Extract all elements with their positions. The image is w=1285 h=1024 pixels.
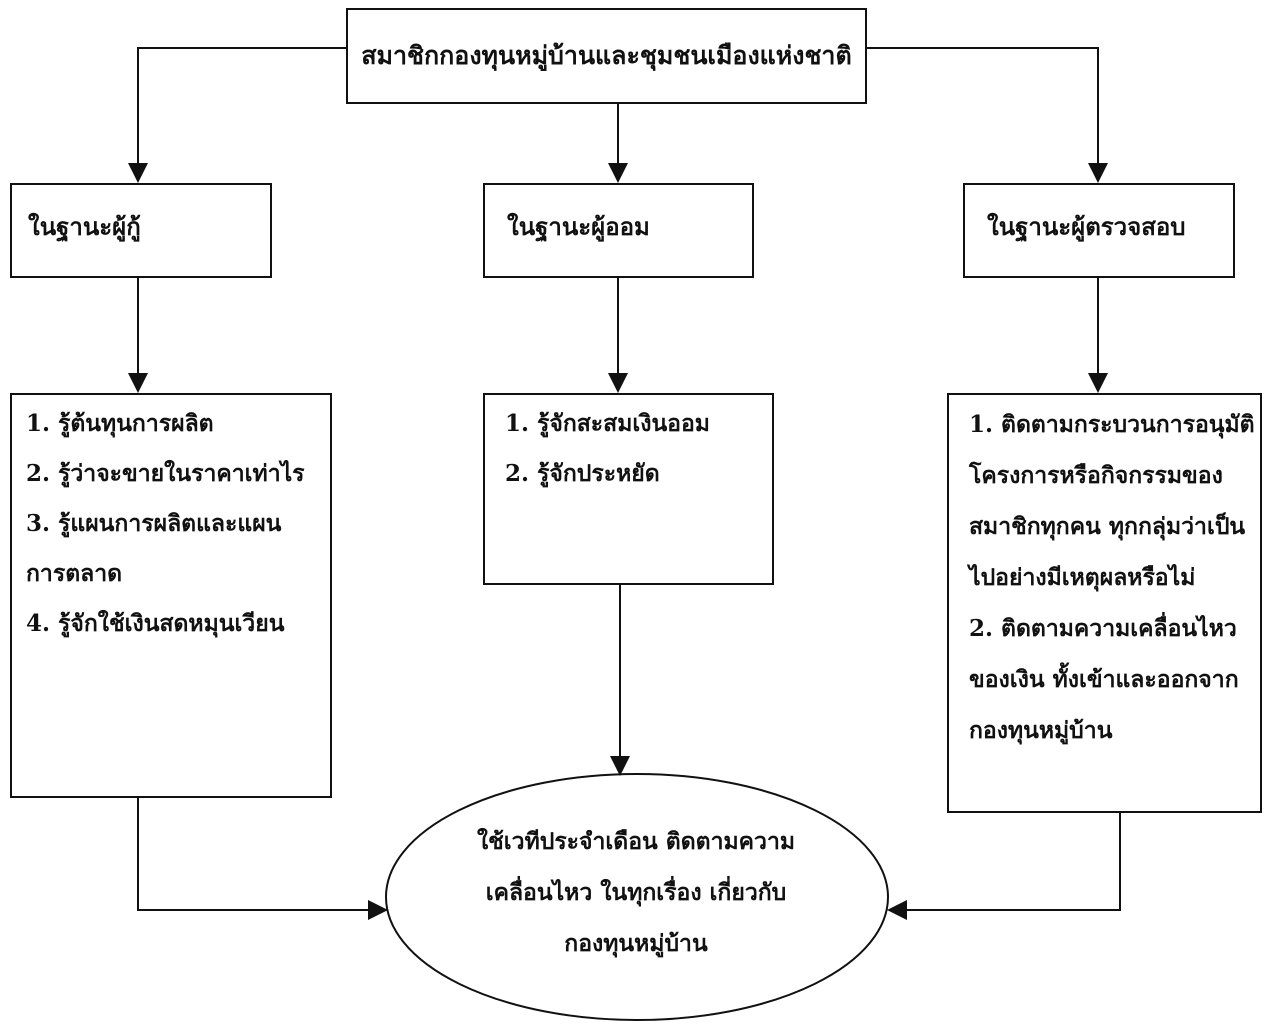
arrow-top-to-borrower [128, 47, 346, 183]
list-item: 3. รู้แผนการผลิตและแผน [26, 510, 282, 537]
list-item: 1. ติดตามกระบวนการอนุมัติ [969, 411, 1255, 438]
role-auditor-label: ในฐานะผู้ตรวจสอบ [987, 212, 1186, 241]
borrower-list: 1. รู้ต้นทุนการผลิต 2. รู้ว่าจะขายในราคา… [10, 393, 332, 798]
members-label: สมาชิกกองทุนหมู่บ้านและชุมชนเมืองแห่งชาต… [361, 41, 852, 70]
center-line: ใช้เวทีประจำเดือน ติดตามความ [476, 828, 796, 855]
role-borrower-box: ในฐานะผู้กู้ [10, 183, 272, 278]
center-line: เคลื่อนไหว ในทุกเรื่อง เกี่ยวกับ [485, 879, 787, 906]
role-saver-label: ในฐานะผู้ออม [507, 212, 650, 241]
list-item: ไปอย่างมีเหตุผลหรือไม่ [969, 564, 1196, 591]
list-item: 2. รู้ว่าจะขายในราคาเท่าไร [26, 460, 305, 487]
list-item: โครงการหรือกิจกรรมของ [969, 462, 1223, 489]
arrow-top-to-auditor [867, 47, 1108, 183]
center-line: กองทุนหมู่บ้าน [564, 930, 708, 957]
center-ellipse [385, 773, 889, 1021]
list-item: 2. รู้จักประหยัด [505, 460, 660, 487]
arrow-auditor-list-to-center [887, 813, 1121, 920]
members-box: สมาชิกกองทุนหมู่บ้านและชุมชนเมืองแห่งชาต… [346, 8, 867, 104]
arrow-borrower-list-to-center [137, 798, 388, 920]
center-ellipse-text: ใช้เวทีประจำเดือน ติดตามความ เคลื่อนไหว … [386, 816, 886, 969]
role-auditor-box: ในฐานะผู้ตรวจสอบ [963, 183, 1235, 278]
role-borrower-label: ในฐานะผู้กู้ [28, 212, 141, 241]
role-saver-box: ในฐานะผู้ออม [483, 183, 754, 278]
list-item: 4. รู้จักใช้เงินสดหมุนเวียน [26, 610, 285, 637]
list-item: สมาชิกทุกคน ทุกกลุ่มว่าเป็น [969, 513, 1246, 540]
list-item: ของเงิน ทั้งเข้าและออกจาก [969, 666, 1239, 693]
list-item: กองทุนหมู่บ้าน [969, 717, 1113, 744]
list-item: การตลาด [26, 560, 123, 587]
list-item: 2. ติดตามความเคลื่อนไหว [969, 615, 1237, 642]
list-item: 1. รู้ต้นทุนการผลิต [26, 410, 214, 437]
auditor-list: 1. ติดตามกระบวนการอนุมัติ โครงการหรือกิจ… [947, 393, 1262, 813]
list-item: 1. รู้จักสะสมเงินออม [505, 410, 710, 437]
saver-list: 1. รู้จักสะสมเงินออม 2. รู้จักประหยัด [483, 393, 774, 585]
